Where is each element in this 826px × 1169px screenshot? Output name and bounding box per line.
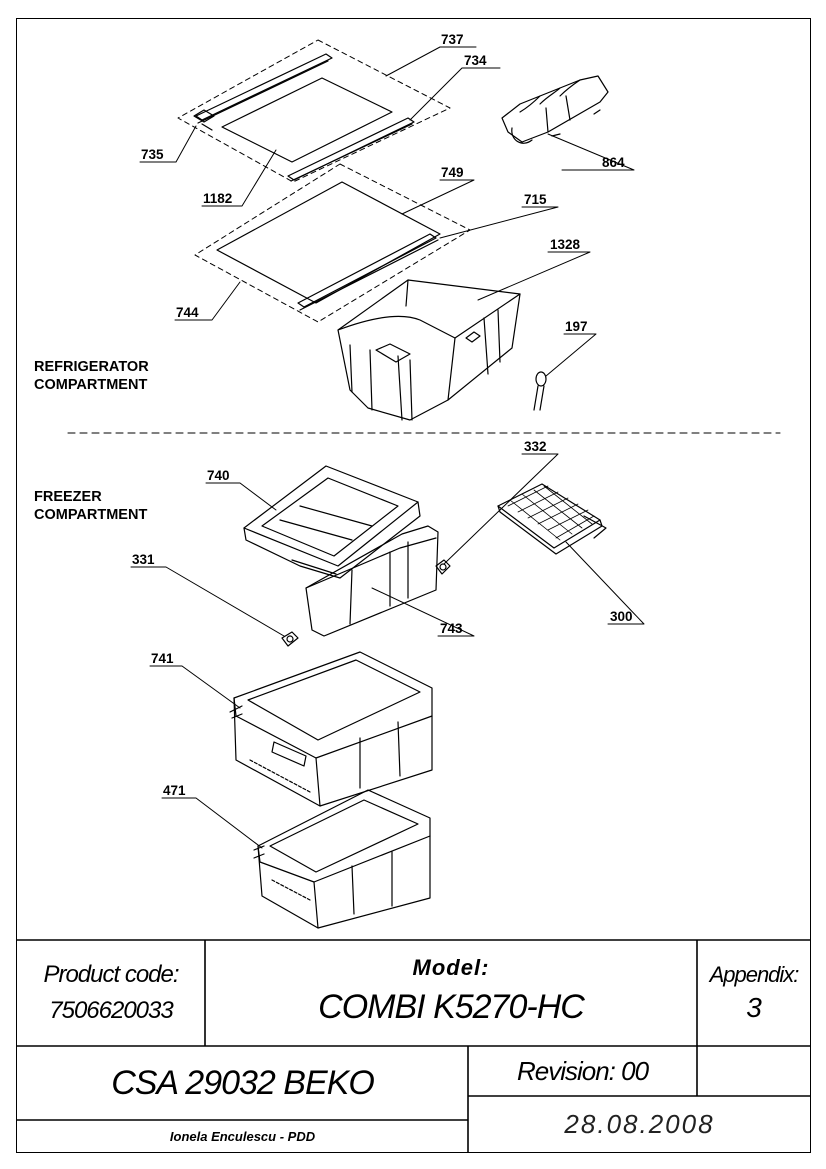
- part-label-737: 737: [441, 32, 464, 47]
- part-label-735: 735: [141, 147, 164, 162]
- part-label-332: 332: [524, 439, 547, 454]
- freezer-drawer-741: [229, 651, 433, 807]
- revision-value: Revision: 00: [516, 1056, 649, 1086]
- model-label: Model:: [412, 955, 490, 980]
- appendix-label: Appendix:: [709, 962, 800, 987]
- freezer-flap-743: [305, 525, 439, 637]
- freezer-cover-740: [243, 465, 421, 579]
- ice-tray-300: [497, 483, 607, 555]
- date-value: 28.08.2008: [564, 1109, 715, 1139]
- appendix-value: 3: [746, 992, 762, 1023]
- product-code-label: Product code:: [43, 961, 179, 988]
- part-label-734: 734: [464, 53, 487, 68]
- egg-holder-864: [501, 75, 609, 144]
- author-value: Ionela Enculescu - PDD: [169, 1128, 316, 1144]
- product-code-cell: Product code: 7506620033: [18, 942, 204, 1044]
- freezer-compartment-title: FREEZER COMPARTMENT: [34, 489, 148, 523]
- title-block-grid: [17, 939, 810, 1152]
- hinge-331: [281, 631, 299, 647]
- appendix-cell: Appendix: 3: [698, 942, 810, 1044]
- model-value: COMBI K5270-HC: [318, 988, 585, 1026]
- doc-code-value: CSA 29032 BEKO: [111, 1064, 375, 1102]
- part-number-labels: 737 734 735 1182 864 749 715 744 1328 19…: [132, 32, 633, 798]
- leader-lines: [130, 46, 645, 849]
- part-label-741: 741: [151, 651, 174, 666]
- author-cell: Ionela Enculescu - PDD: [18, 1121, 467, 1151]
- model-cell: Model: COMBI K5270-HC: [206, 942, 696, 1044]
- doc-code-cell: CSA 29032 BEKO: [18, 1048, 467, 1119]
- refrigerator-compartment-title: REFRIGERATOR COMPARTMENT: [34, 359, 149, 393]
- part-label-1328: 1328: [550, 237, 581, 252]
- crisper-drawer-1328: [337, 279, 521, 421]
- revision-cell: Revision: 00: [469, 1048, 696, 1095]
- part-label-715: 715: [524, 192, 547, 207]
- product-code-value: 7506620033: [49, 997, 173, 1024]
- part-label-300: 300: [610, 609, 633, 624]
- drawing-sheet: [16, 18, 811, 1153]
- date-cell: 28.08.2008: [469, 1098, 810, 1151]
- part-label-331: 331: [132, 552, 155, 567]
- part-label-471: 471: [163, 783, 186, 798]
- part-label-197: 197: [565, 319, 588, 334]
- clip-197: [533, 371, 547, 411]
- hinge-332: [435, 559, 451, 575]
- part-label-749: 749: [441, 165, 464, 180]
- shelf-assembly-737: [177, 39, 451, 183]
- freezer-drawer-471: [253, 789, 431, 929]
- part-label-743: 743: [440, 621, 463, 636]
- shelf-assembly-744: [194, 163, 471, 323]
- part-label-740: 740: [207, 468, 230, 483]
- part-label-1182: 1182: [203, 191, 232, 206]
- part-label-744: 744: [176, 305, 199, 320]
- part-label-864: 864: [602, 155, 625, 170]
